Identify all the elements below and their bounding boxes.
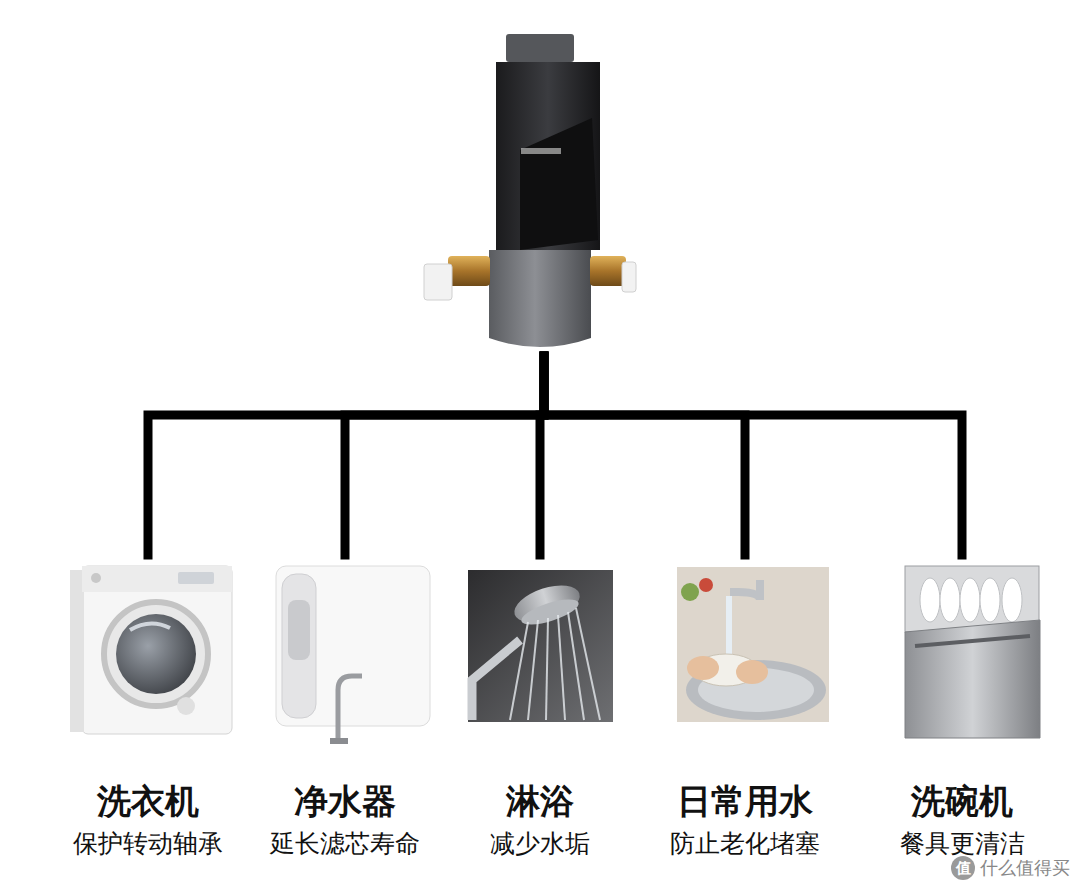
washing-machine [70,566,232,734]
appliance-benefit: 减少水垢 [490,827,590,861]
appliance-node: 净水器延长滤芯寿命 [245,555,445,861]
appliance-benefit: 防止老化堵塞 [670,827,820,861]
watermark-text: 什么值得买 [980,857,1070,879]
appliance-node: 洗碗机餐具更清洁 [862,555,1062,861]
appliance-benefit: 保护转动轴承 [73,827,223,861]
watermark-logo: 值 [951,856,975,880]
branch-line [544,356,962,555]
appliance-title: 日常用水 [677,781,813,821]
appliance-benefit: 延长滤芯寿命 [270,827,420,861]
appliance-title: 洗碗机 [911,781,1013,821]
filter-device-node [486,30,602,356]
shower [468,570,613,722]
branch-line [544,356,745,555]
appliance-title: 淋浴 [506,781,574,821]
appliance-node: 洗衣机保护转动轴承 [48,555,248,861]
appliance-node: 淋浴减少水垢 [440,555,640,861]
branch-line [345,356,544,555]
appliance-title: 净水器 [294,781,396,821]
kitchen-sink [677,567,829,722]
prefilter-device [424,34,636,347]
branch-line [148,356,544,555]
appliance-title: 洗衣机 [97,781,199,821]
dishwasher [905,566,1040,738]
water-purifier [276,566,430,744]
appliance-node: 日常用水防止老化堵塞 [645,555,845,861]
